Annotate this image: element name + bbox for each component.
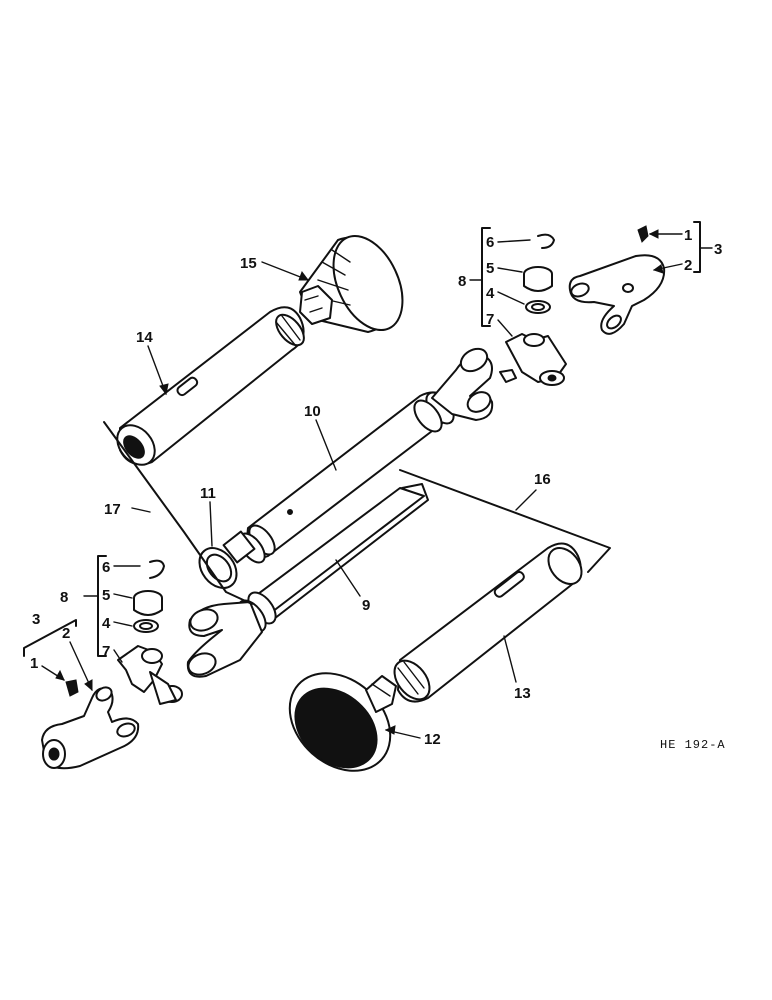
callout-3-top: 3 bbox=[714, 241, 722, 258]
callout-16: 16 bbox=[534, 471, 551, 488]
upper-yoke bbox=[568, 225, 666, 335]
shield-cone-lower bbox=[288, 672, 397, 772]
callout-5-top: 5 bbox=[486, 260, 494, 277]
callout-1-top: 1 bbox=[684, 227, 692, 244]
callout-4-bottom: 4 bbox=[102, 615, 111, 632]
callout-2-bottom: 2 bbox=[62, 625, 70, 642]
callout-2-top: 2 bbox=[684, 257, 692, 274]
inner-shaft-assembly bbox=[222, 347, 494, 564]
callout-7-bottom: 7 bbox=[102, 643, 110, 660]
callout-5-bottom: 5 bbox=[102, 587, 110, 604]
callout-10: 10 bbox=[304, 403, 321, 420]
leader-lines bbox=[23, 221, 713, 739]
callout-11: 11 bbox=[200, 485, 216, 502]
drawing-reference: HE 192-A bbox=[660, 738, 726, 752]
lower-yoke bbox=[41, 679, 140, 770]
callout-12: 12 bbox=[424, 731, 441, 748]
lower-universal-joint-kit bbox=[117, 559, 183, 705]
outer-shaft-assembly bbox=[186, 483, 429, 678]
callout-8-bottom: 8 bbox=[60, 589, 68, 606]
callout-6-bottom: 6 bbox=[102, 559, 110, 576]
guard-tube-upper bbox=[116, 306, 305, 466]
upper-universal-joint-kit bbox=[499, 233, 567, 386]
callout-1-bottom: 1 bbox=[30, 655, 38, 672]
callout-17: 17 bbox=[104, 501, 121, 518]
callout-15: 15 bbox=[240, 255, 257, 272]
callout-7-top: 7 bbox=[486, 311, 494, 328]
callout-14: 14 bbox=[136, 329, 153, 346]
callout-3-bottom: 3 bbox=[32, 611, 40, 628]
callout-6-top: 6 bbox=[486, 234, 494, 251]
callout-13: 13 bbox=[514, 685, 531, 702]
callout-9: 9 bbox=[362, 597, 370, 614]
shield-cone-upper bbox=[299, 234, 404, 333]
guard-tube-lower bbox=[393, 542, 583, 703]
callout-labels: 1 2 3 6 5 4 7 8 15 14 10 11 16 17 9 13 1… bbox=[30, 227, 722, 748]
callout-8-top: 8 bbox=[458, 273, 466, 290]
callout-4-top: 4 bbox=[486, 285, 495, 302]
